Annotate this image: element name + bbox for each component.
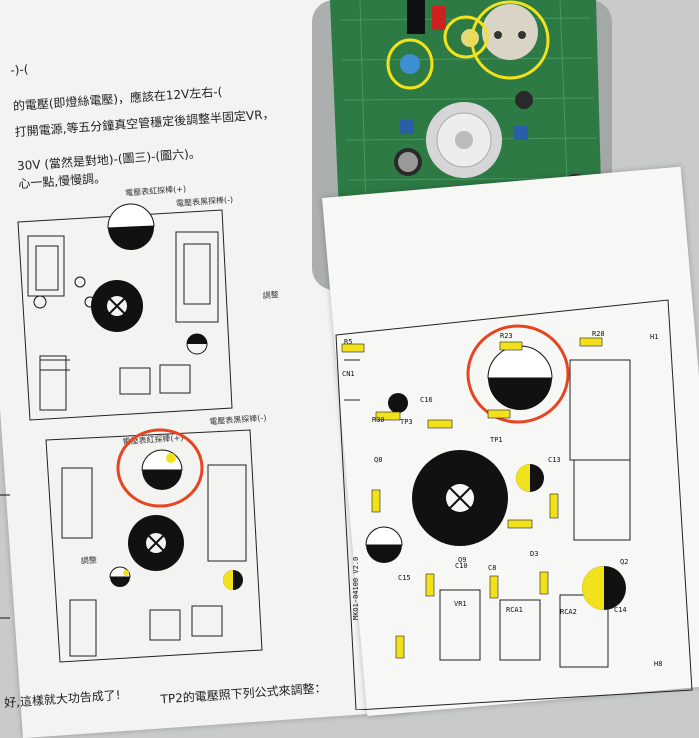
schematic-label-r5: R5 <box>344 338 353 346</box>
yellow-highlight-3 <box>470 0 550 80</box>
schematic-label-c13: C13 <box>548 456 561 464</box>
schematic-label-h8: H8 <box>654 660 663 668</box>
schematic-label-c10: C10 <box>455 562 468 570</box>
capacitor-large <box>482 4 538 60</box>
schematic-label-vr1: VR1 <box>454 600 467 608</box>
schematic-label-cn1: CN1 <box>342 370 355 378</box>
schematic-label-c14: C14 <box>614 606 627 614</box>
schematic-label-q9: Q9 <box>458 556 467 564</box>
schematic-label-c16: C16 <box>420 396 433 404</box>
schematic-label-tp1: TP1 <box>490 436 503 444</box>
schematic-label-q2: Q2 <box>620 558 629 566</box>
schematic-board-id: MKO1-04100 V2.0 <box>352 556 360 620</box>
red-highlight-left <box>116 428 204 508</box>
schematic-label-d2: D2 <box>455 512 464 520</box>
diagram-top <box>17 209 233 421</box>
schematic-label-h1: H1 <box>650 333 659 341</box>
schematic-label-r28: R28 <box>592 330 605 338</box>
schematic-label-tp3: TP3 <box>400 418 413 426</box>
red-highlight-right <box>466 324 570 424</box>
schematic-label-c15: C15 <box>398 574 411 582</box>
schematic-label-rca1: RCA1 <box>506 606 523 614</box>
yellow-highlight-2 <box>443 15 489 59</box>
right-schematic-svg <box>335 299 693 710</box>
schematic-label-q8: Q8 <box>374 456 383 464</box>
schematic-label-r30: R30 <box>372 416 385 424</box>
schematic-label-rca2: RCA2 <box>560 608 577 616</box>
yellow-highlight-1 <box>386 38 434 90</box>
left-diagrams-svg <box>0 203 263 663</box>
trimpot-1 <box>400 54 420 74</box>
diagram-bottom <box>45 429 263 663</box>
schematic-label-c8: C8 <box>488 564 497 572</box>
schematic-label-d3: D3 <box>530 550 539 558</box>
schematic-label-r23: R23 <box>500 332 513 340</box>
capacitor-top <box>108 226 155 251</box>
